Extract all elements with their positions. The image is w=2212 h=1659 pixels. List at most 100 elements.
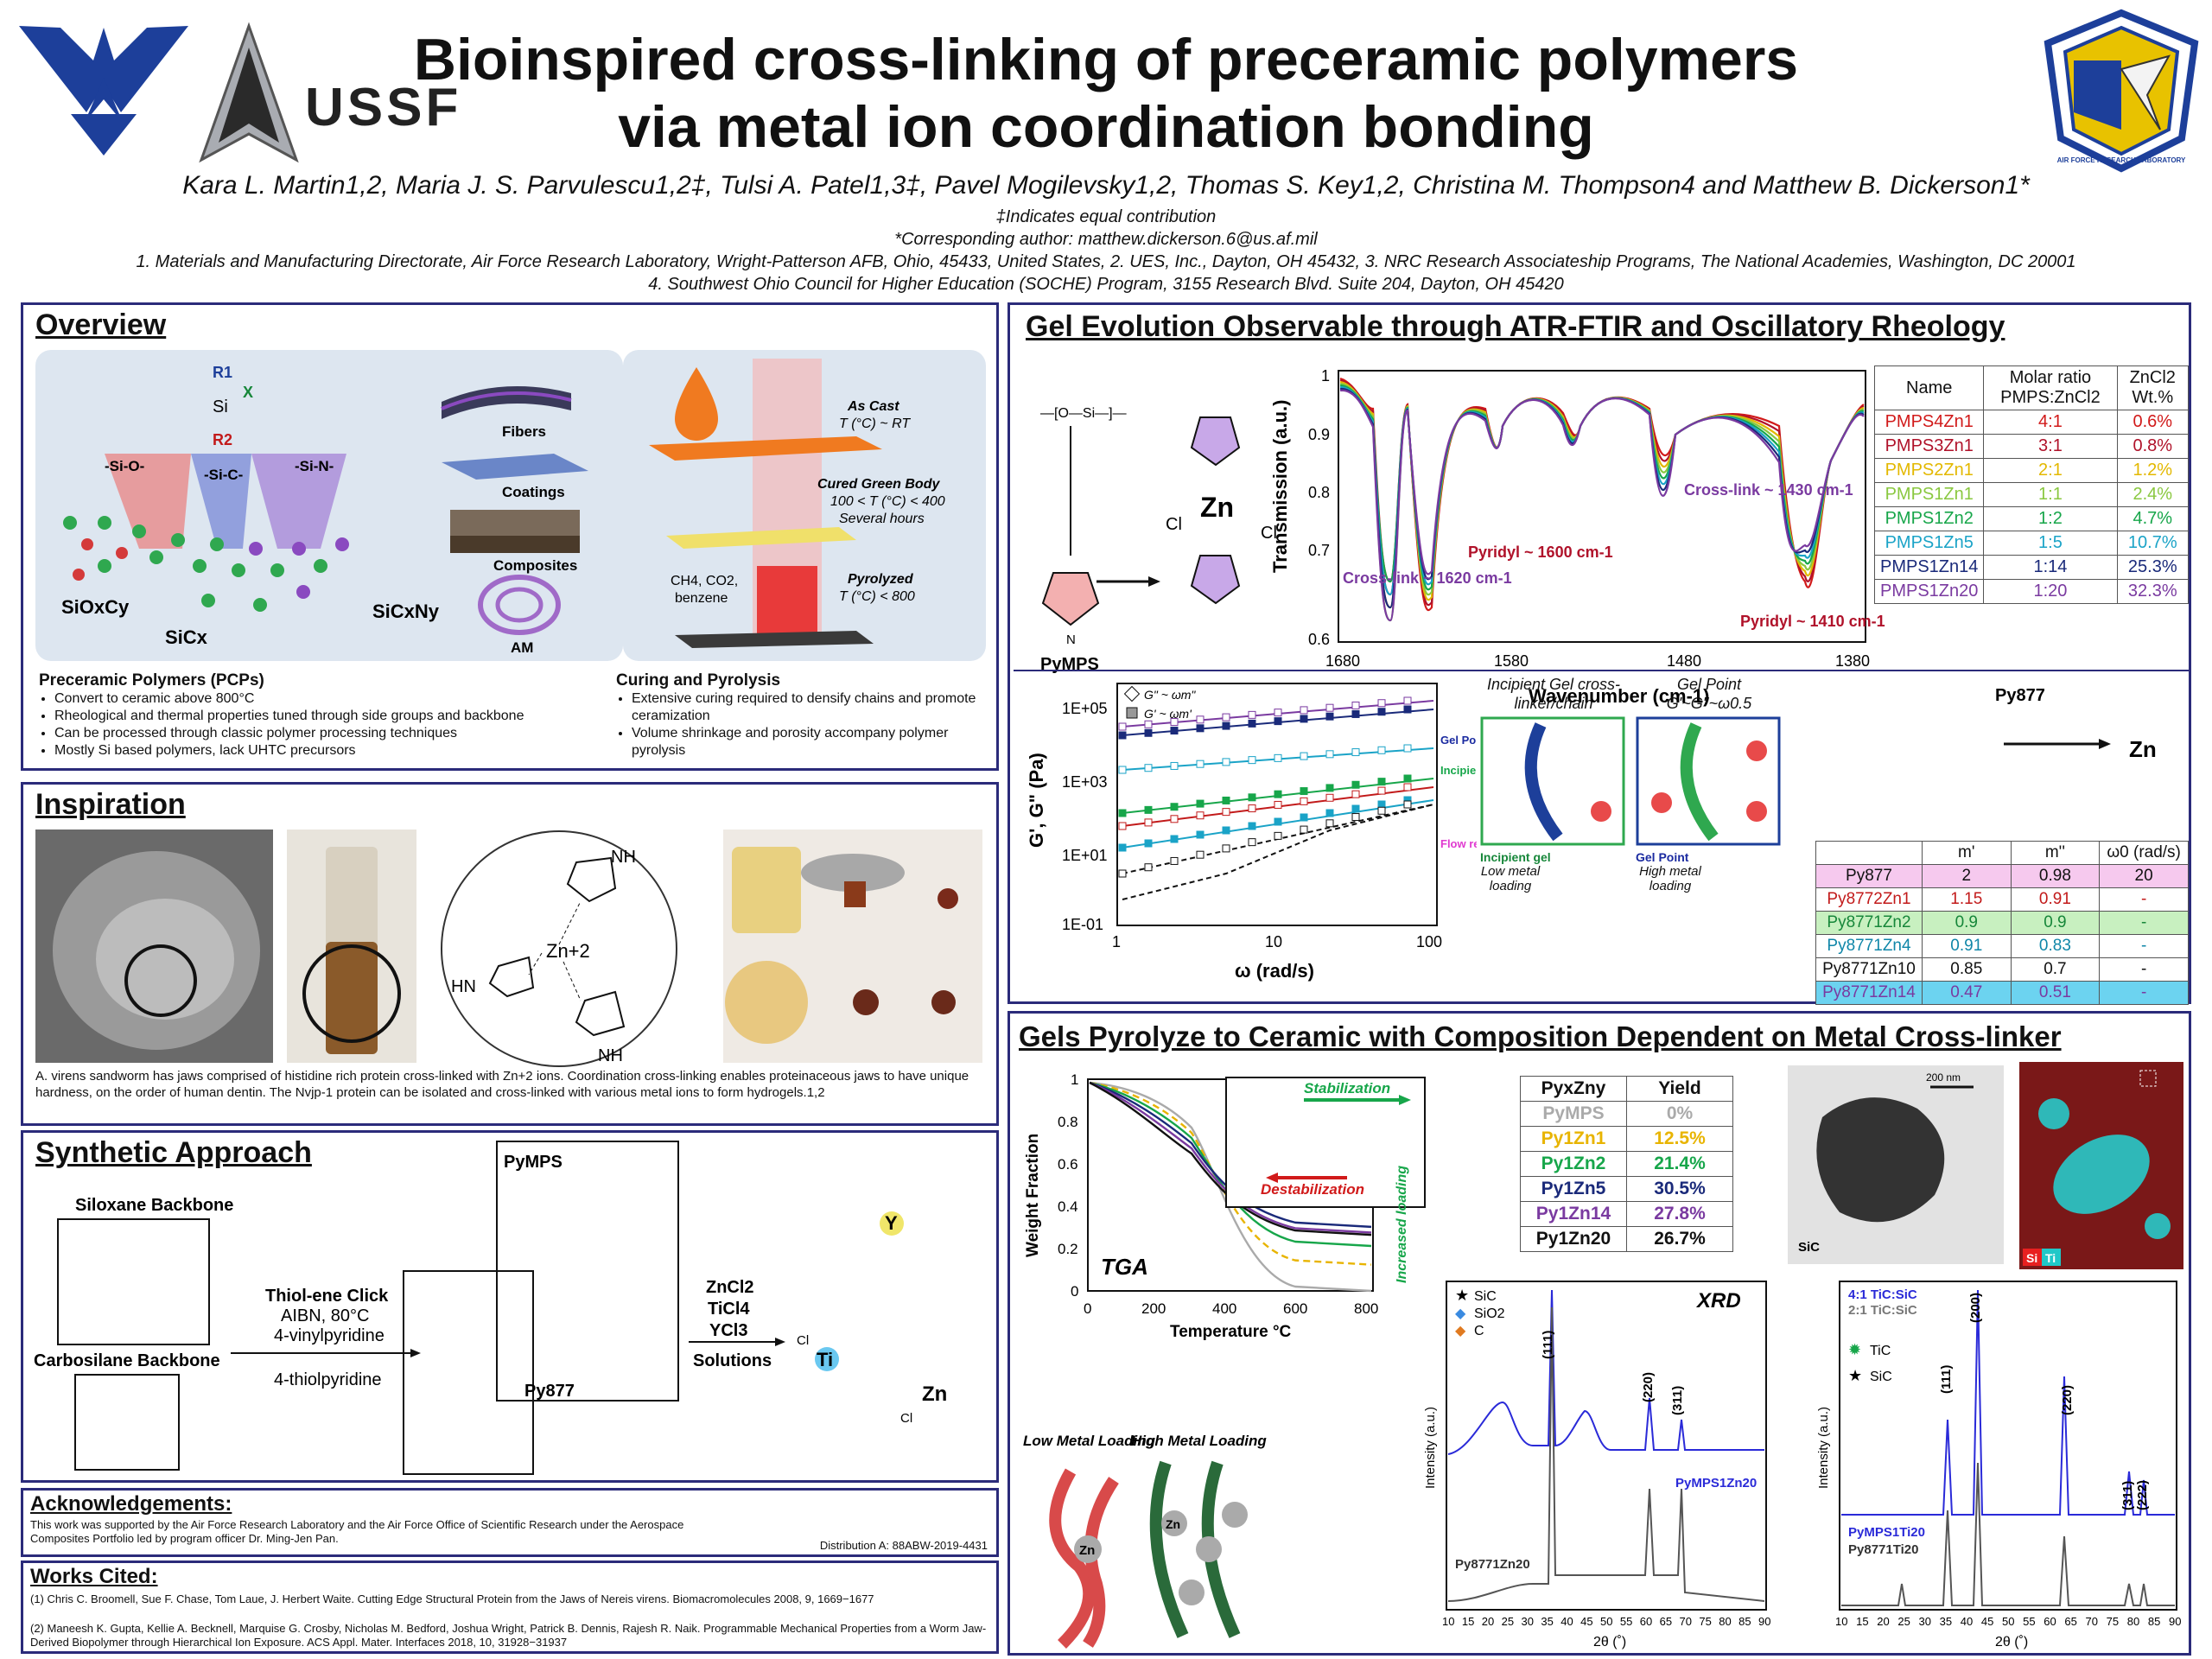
pmps-cell-wt: 2.4% bbox=[2116, 482, 2190, 507]
ycl3-label: YCl3 bbox=[709, 1321, 747, 1340]
py877-header bbox=[1815, 841, 1923, 865]
yield-cell-yield: 0% bbox=[1626, 1101, 1733, 1127]
si-o-label: -Si-O- bbox=[105, 458, 144, 474]
rheo-ytick: 1E+03 bbox=[1062, 773, 1108, 791]
yield-cell-yield: 21.4% bbox=[1626, 1151, 1733, 1177]
rheo-marker bbox=[1351, 790, 1360, 798]
rheo-marker bbox=[1274, 817, 1282, 826]
rheo-marker bbox=[1248, 719, 1256, 728]
pyrolyzed-temp: T (°C) < 800 bbox=[839, 589, 915, 604]
yield-cell-yield: 26.7% bbox=[1626, 1226, 1733, 1252]
ftir-ytick: 0.8 bbox=[1308, 484, 1330, 501]
xrd2-ylabel: Intensity (a.u.) bbox=[1816, 1407, 1831, 1489]
pmps-cell-name: PMPS1Zn20 bbox=[1873, 579, 1985, 604]
rheo-marker bbox=[1170, 835, 1179, 843]
pmps-cell-name: PMPS1Zn5 bbox=[1873, 531, 1985, 556]
rheo-marker bbox=[1403, 800, 1412, 809]
sic-label: SiCx bbox=[165, 626, 208, 648]
hn-label: HN bbox=[451, 977, 476, 996]
yield-header: PyxZny bbox=[1520, 1076, 1627, 1102]
xrd2-legend-a: 4:1 TiC:SiC bbox=[1848, 1287, 1917, 1302]
py877-scheme: Py877 Zn bbox=[1995, 686, 2157, 762]
pmps-cell-ratio: 4:1 bbox=[1983, 410, 2118, 435]
pmps-cell-name: PMPS1Zn2 bbox=[1873, 506, 1985, 531]
sicn-label: SiCxNy bbox=[372, 601, 440, 622]
solutions-label: Solutions bbox=[693, 1351, 772, 1370]
pmps-header: ZnCl2 Wt.% bbox=[2116, 365, 2190, 410]
x-label: X bbox=[243, 384, 253, 401]
xrd-xtick: 70 bbox=[1680, 1615, 1692, 1628]
pmps-cell-ratio: 1:20 bbox=[1983, 579, 2118, 604]
pmps-cell-name: PMPS1Zn1 bbox=[1873, 482, 1985, 507]
tga-xlabel: Temperature °C bbox=[1170, 1323, 1292, 1341]
aibn-label: AIBN, 80°C bbox=[281, 1306, 369, 1325]
benzene-label: benzene bbox=[675, 591, 728, 606]
yield-header: Yield bbox=[1626, 1076, 1733, 1102]
py877-cell-name: Py877 bbox=[1815, 864, 1923, 888]
rheo-marker bbox=[1325, 793, 1334, 802]
pmps-cell-ratio: 2:1 bbox=[1983, 458, 2118, 483]
gel-point-label: Gel Point bbox=[1440, 734, 1477, 747]
rheo-marker bbox=[1377, 699, 1386, 708]
xrd-xtick: 15 bbox=[1856, 1615, 1868, 1628]
nh-label-2: NH bbox=[598, 1046, 623, 1065]
thiolpyridine-label: 4-thiolpyridine bbox=[274, 1370, 382, 1389]
xrd2-series-line bbox=[1841, 1289, 2175, 1516]
pmps-table: Name Molar ratio PMPS:ZnCl2 ZnCl2 Wt.% P… bbox=[1873, 365, 2190, 604]
rheo-marker bbox=[1118, 822, 1127, 830]
rheo-marker bbox=[1222, 796, 1230, 804]
rheo-marker bbox=[1144, 720, 1153, 728]
pcp-item: Can be processed through classic polymer… bbox=[54, 725, 626, 742]
ack-text: This work was supported by the Air Force… bbox=[30, 1518, 684, 1545]
xrd2-peak-111: (111) bbox=[1939, 1365, 1954, 1394]
as-cast-label: As Cast bbox=[847, 399, 899, 414]
rheo-marker bbox=[1403, 774, 1412, 783]
svg-text:N: N bbox=[1066, 632, 1076, 647]
xrd2-peak-200: (200) bbox=[1968, 1293, 1983, 1323]
xrd-xtick: 20 bbox=[1482, 1615, 1494, 1628]
rheo-marker bbox=[1351, 701, 1360, 709]
rheo-marker bbox=[1351, 748, 1360, 757]
xrd-xtick: 45 bbox=[1580, 1615, 1592, 1628]
xrd-xtick: 70 bbox=[2086, 1615, 2098, 1628]
xrd-xtick: 50 bbox=[2002, 1615, 2014, 1628]
rheo-marker bbox=[1170, 856, 1179, 865]
tga-ytick: 0.6 bbox=[1058, 1156, 1078, 1173]
xrd2-legend-tic: TiC bbox=[1870, 1344, 1891, 1358]
py877-scheme-label: Py877 bbox=[1995, 686, 2045, 705]
svg-text:◆: ◆ bbox=[1455, 1324, 1466, 1338]
rheo-marker bbox=[1403, 783, 1412, 791]
py877-cell-w: - bbox=[2099, 887, 2189, 912]
pmps-cell-name: PMPS2Zn1 bbox=[1873, 458, 1985, 483]
rheo-marker bbox=[1118, 722, 1127, 731]
map-si-label: Si bbox=[2026, 1251, 2037, 1265]
rheo-marker bbox=[1300, 825, 1308, 834]
py877-cell-m2: 0.9 bbox=[2010, 911, 2101, 935]
tga-ytick: 0.2 bbox=[1058, 1241, 1078, 1257]
carbosilane-structure bbox=[74, 1374, 180, 1471]
tga-ylabel: Weight Fraction bbox=[1024, 1134, 1042, 1257]
pmps-cell-name: PMPS1Zn14 bbox=[1873, 555, 1985, 580]
svg-text:★: ★ bbox=[1848, 1367, 1862, 1384]
rheo-marker bbox=[1325, 750, 1334, 759]
tga-xtick: 400 bbox=[1212, 1300, 1236, 1317]
rheo-marker bbox=[1351, 804, 1360, 813]
py877-cell-m1: 0.91 bbox=[1921, 934, 2012, 958]
py877-cell-m2: 0.83 bbox=[2010, 934, 2101, 958]
ftir-ytick: 1 bbox=[1321, 367, 1330, 385]
xrd-xtick: 30 bbox=[1522, 1615, 1534, 1628]
py877-cell-w: - bbox=[2099, 934, 2189, 958]
network-dots bbox=[63, 516, 349, 612]
destabilization-label: Destabilization bbox=[1261, 1181, 1364, 1198]
rheo-marker bbox=[1403, 696, 1412, 705]
pmps-cell-wt: 10.7% bbox=[2116, 531, 2190, 556]
pcp-figure: -Si-O- -Si-C- -Si-N- Si R1 R2 X SiOxCy S… bbox=[35, 350, 623, 661]
rheo-marker bbox=[1144, 764, 1153, 772]
pyrolyzed-label: Pyrolyzed bbox=[848, 572, 914, 587]
xrd-xtick: 10 bbox=[1442, 1615, 1454, 1628]
pmps-cell-ratio: 1:1 bbox=[1983, 482, 2118, 507]
rheo-marker bbox=[1300, 715, 1308, 723]
